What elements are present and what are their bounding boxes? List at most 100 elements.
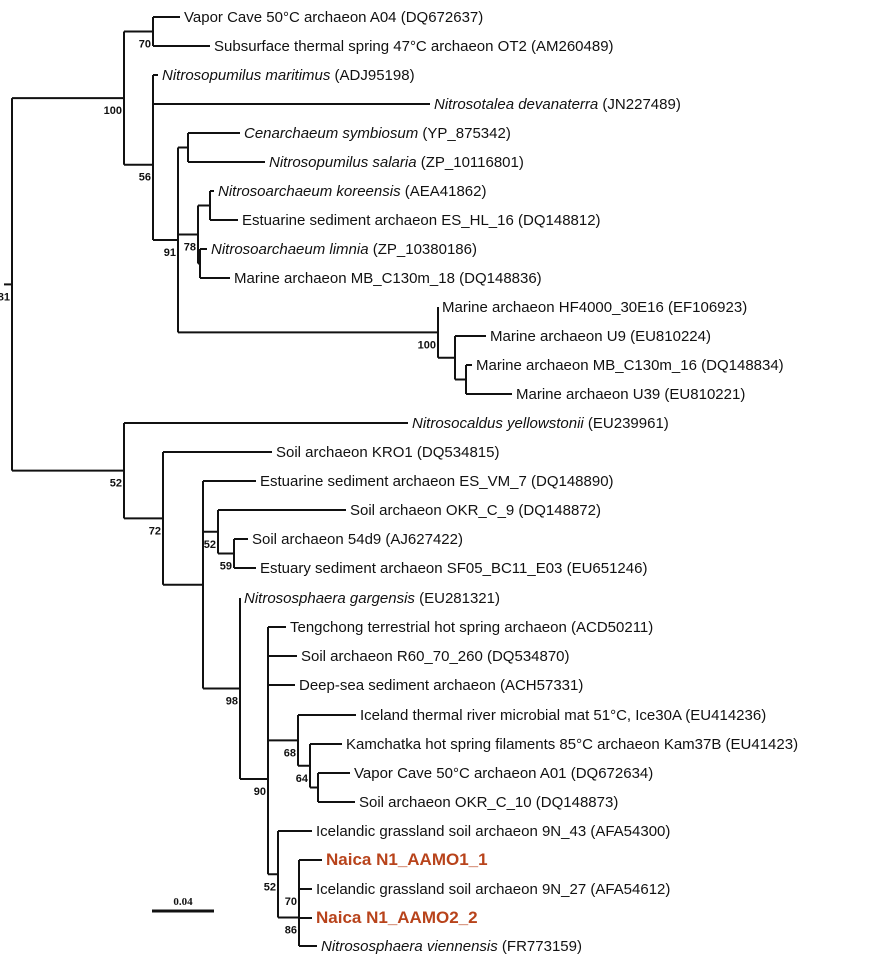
taxon-name: Vapor Cave 50°C archaeon A01 xyxy=(354,765,567,782)
tip-label: Marine archaeon U9 (EU810224) xyxy=(490,328,711,345)
taxon-name: Nitrosoarchaeum koreensis xyxy=(218,183,401,200)
taxon-name: Naica N1_AAMO2_2 xyxy=(316,908,478,927)
tip-label: Nitrosocaldus yellowstonii (EU239961) xyxy=(412,415,669,432)
accession-number: (EF106923) xyxy=(664,299,747,316)
tip-label: Soil archaeon OKR_C_9 (DQ148872) xyxy=(350,502,601,519)
bootstrap-value: 90 xyxy=(254,786,266,798)
bootstrap-value: 56 xyxy=(139,172,151,184)
bootstrap-value: 86 xyxy=(285,925,297,937)
bootstrap-value: 52 xyxy=(204,539,216,551)
accession-number: (DQ534870) xyxy=(483,648,570,665)
accession-number: (EU41423) xyxy=(721,736,798,753)
scale-bar-label: 0.04 xyxy=(173,896,193,908)
bootstrap-value: 59 xyxy=(220,561,232,573)
tip-label: Nitrososphaera gargensis (EU281321) xyxy=(244,590,500,607)
taxon-name: Estuarine sediment archaeon ES_HL_16 xyxy=(242,212,514,229)
accession-number: (DQ148812) xyxy=(514,212,601,229)
bootstrap-value: 98 xyxy=(226,695,238,707)
taxon-name: Nitrososphaera viennensis xyxy=(321,938,498,955)
bootstrap-value: 52 xyxy=(110,478,122,490)
tip-label: Marine archaeon HF4000_30E16 (EF106923) xyxy=(442,299,747,316)
taxon-name: Estuary sediment archaeon SF05_BC11_E03 xyxy=(260,560,562,577)
accession-number: (DQ672634) xyxy=(567,765,654,782)
bootstrap-value: 72 xyxy=(149,525,161,537)
tip-label: Kamchatka hot spring filaments 85°C arch… xyxy=(346,736,798,753)
bootstrap-value: 68 xyxy=(284,747,296,759)
accession-number: (EU281321) xyxy=(415,590,500,607)
taxon-name: Nitrosopumilus salaria xyxy=(269,154,417,171)
accession-number: (EU414236) xyxy=(681,707,766,724)
taxon-name: Kamchatka hot spring filaments 85°C arch… xyxy=(346,736,721,753)
tip-label: Estuary sediment archaeon SF05_BC11_E03 … xyxy=(260,560,647,577)
accession-number: (AFA54612) xyxy=(586,881,670,898)
accession-number: (JN227489) xyxy=(598,96,681,113)
tip-label: Nitrososphaera viennensis (FR773159) xyxy=(321,938,582,955)
accession-number: (EU651246) xyxy=(562,560,647,577)
tip-label: Cenarchaeum symbiosum (YP_875342) xyxy=(244,125,511,142)
tip-label: Nitrosoarchaeum koreensis (AEA41862) xyxy=(218,183,486,200)
bootstrap-value: 70 xyxy=(139,39,151,51)
accession-number: (DQ148834) xyxy=(697,357,784,374)
accession-number: (DQ148890) xyxy=(527,473,614,490)
accession-number: (ZP_10380186) xyxy=(369,241,477,258)
tip-label: Marine archaeon U39 (EU810221) xyxy=(516,386,745,403)
bootstrap-value: 64 xyxy=(296,773,309,785)
taxon-name: Nitrosocaldus yellowstonii xyxy=(412,415,584,432)
tip-label-highlighted: Naica N1_AAMO1_1 xyxy=(326,850,488,869)
tip-label: Marine archaeon MB_C130m_18 (DQ148836) xyxy=(234,270,542,287)
bootstrap-value: 91 xyxy=(164,247,176,259)
tip-label: Estuarine sediment archaeon ES_HL_16 (DQ… xyxy=(242,212,601,229)
tip-label: Nitrosoarchaeum limnia (ZP_10380186) xyxy=(211,241,477,258)
taxon-name: Estuarine sediment archaeon ES_VM_7 xyxy=(260,473,527,490)
tip-label: Soil archaeon R60_70_260 (DQ534870) xyxy=(301,648,570,665)
taxon-name: Marine archaeon U39 xyxy=(516,386,660,403)
bootstrap-value: 100 xyxy=(418,339,436,351)
accession-number: (DQ534815) xyxy=(413,444,500,461)
taxon-name: Iceland thermal river microbial mat 51°C… xyxy=(360,707,682,724)
taxon-name: Nitrososphaera gargensis xyxy=(244,590,415,607)
taxon-name: Marine archaeon U9 xyxy=(490,328,626,345)
taxon-name: Soil archaeon OKR_C_9 xyxy=(350,502,514,519)
tip-label: Estuarine sediment archaeon ES_VM_7 (DQ1… xyxy=(260,473,614,490)
accession-number: (DQ148836) xyxy=(455,270,542,287)
tip-label: Subsurface thermal spring 47°C archaeon … xyxy=(214,38,614,55)
accession-number: (EU239961) xyxy=(584,415,669,432)
accession-number: (ZP_10116801) xyxy=(417,154,524,171)
tip-label: Iceland thermal river microbial mat 51°C… xyxy=(360,707,766,724)
accession-number: (DQ148873) xyxy=(532,794,619,811)
taxon-name: Marine archaeon MB_C130m_16 xyxy=(476,357,697,374)
accession-number: (ACH57331) xyxy=(496,677,584,694)
taxon-name: Soil archaeon KRO1 xyxy=(276,444,413,461)
bootstrap-value: 70 xyxy=(285,896,297,908)
accession-number: (YP_875342) xyxy=(418,125,511,142)
accession-number: (AJ627422) xyxy=(381,531,463,548)
accession-number: (AEA41862) xyxy=(401,183,487,200)
taxon-name: Icelandic grassland soil archaeon 9N_27 xyxy=(316,881,586,898)
taxon-name: Deep-sea sediment archaeon xyxy=(299,677,496,694)
accession-number: (EU810224) xyxy=(626,328,711,345)
tip-label: Icelandic grassland soil archaeon 9N_27 … xyxy=(316,881,670,898)
bootstrap-value: 81 xyxy=(0,291,10,303)
accession-number: (DQ672637) xyxy=(397,9,484,26)
taxon-name: Marine archaeon MB_C130m_18 xyxy=(234,270,455,287)
accession-number: (EU810221) xyxy=(660,386,745,403)
tip-label: Nitrosopumilus maritimus (ADJ95198) xyxy=(162,67,415,84)
accession-number: (DQ148872) xyxy=(514,502,601,519)
taxon-name: Marine archaeon HF4000_30E16 xyxy=(442,299,664,316)
accession-number: (AFA54300) xyxy=(586,823,670,840)
tip-label: Soil archaeon OKR_C_10 (DQ148873) xyxy=(359,794,618,811)
tip-label: Soil archaeon 54d9 (AJ627422) xyxy=(252,531,463,548)
accession-number: (FR773159) xyxy=(498,938,582,955)
tip-label: Nitrosotalea devanaterra (JN227489) xyxy=(434,96,681,113)
taxon-name: Soil archaeon OKR_C_10 xyxy=(359,794,532,811)
taxon-name: Soil archaeon R60_70_260 xyxy=(301,648,483,665)
tip-label-highlighted: Naica N1_AAMO2_2 xyxy=(316,908,478,927)
tree-branches xyxy=(4,16,512,947)
accession-number: (ADJ95198) xyxy=(330,67,414,84)
tip-label: Marine archaeon MB_C130m_16 (DQ148834) xyxy=(476,357,784,374)
bootstrap-value: 52 xyxy=(264,881,276,893)
taxon-name: Nitrosoarchaeum limnia xyxy=(211,241,369,258)
taxon-name: Tengchong terrestrial hot spring archaeo… xyxy=(290,619,567,636)
